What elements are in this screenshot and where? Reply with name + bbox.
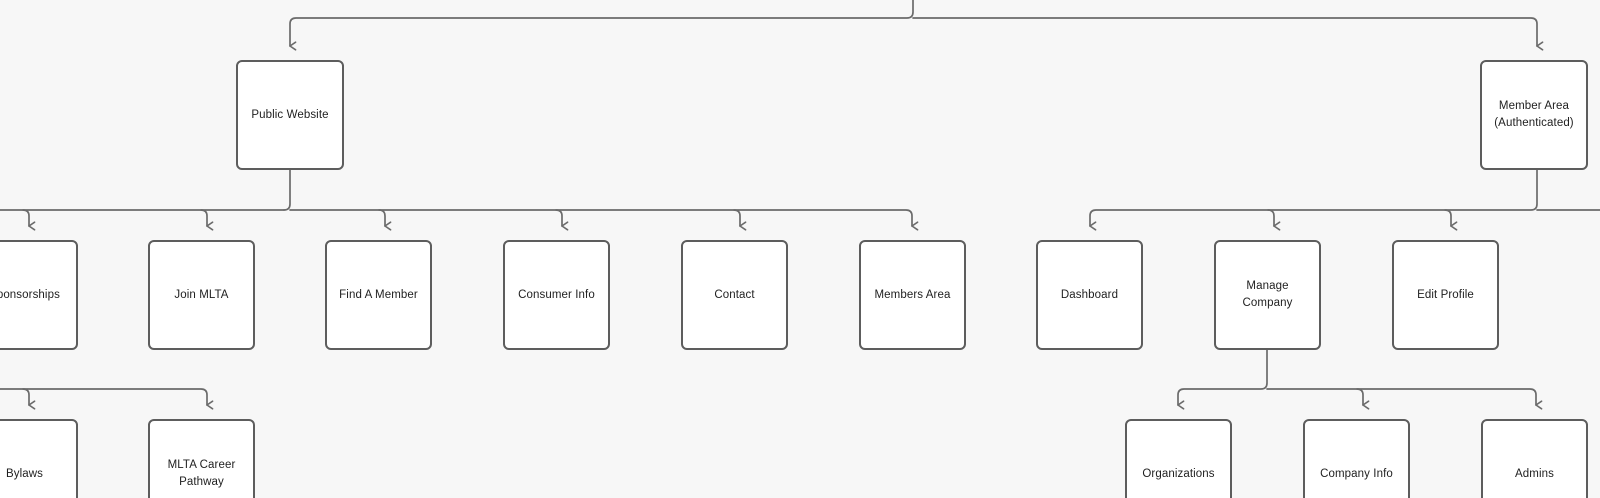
node-members-area[interactable]: Members Area — [859, 240, 966, 350]
node-dashboard[interactable]: Dashboard — [1036, 240, 1143, 350]
node-company-info[interactable]: Company Info — [1303, 419, 1410, 498]
edge-mc-to-company-info — [1356, 388, 1370, 410]
node-label: Find A Member — [339, 288, 418, 301]
node-label: Admins — [1515, 467, 1554, 480]
node-public-website[interactable]: Public Website — [236, 60, 344, 170]
node-label: MLTA Career Pathway — [167, 459, 236, 488]
node-admins[interactable]: Admins — [1481, 419, 1588, 498]
node-label: Edit Profile — [1417, 288, 1474, 301]
node-label: Sponsorships — [0, 288, 60, 301]
node-label: Dashboard — [1060, 288, 1119, 301]
edge-ma-stem — [1089, 169, 1538, 231]
node-label: Company Info — [1320, 467, 1393, 480]
node-label: Consumer Info — [518, 288, 595, 301]
node-manage-company[interactable]: Manage Company — [1214, 240, 1321, 350]
edge-pw-stem — [283, 169, 291, 211]
node-label: Manage Company — [1242, 280, 1293, 309]
edge-pw-bar-right — [289, 209, 919, 231]
node-label: Public Website — [251, 108, 329, 121]
node-label: Members Area — [874, 288, 951, 301]
edge-pw-to-join-mlta — [200, 209, 214, 231]
edge-sponsorships-bar — [0, 388, 214, 410]
node-edit-profile[interactable]: Edit Profile — [1392, 240, 1499, 350]
node-label: Organizations — [1142, 467, 1215, 480]
node-label: Contact — [714, 288, 755, 301]
edge-pw-to-find-a-member — [378, 209, 392, 231]
edge-pw-to-sponsorships — [22, 209, 36, 231]
node-find-a-member[interactable]: Find A Member — [325, 240, 432, 350]
edge-ma-to-manage-company — [1267, 209, 1281, 231]
edge-pw-to-contact — [733, 209, 747, 231]
edge-mc-bar-right — [1266, 388, 1543, 410]
edge-sponsorships-to-bylaws — [22, 388, 36, 410]
node-sponsorships[interactable]: Sponsorships — [0, 240, 78, 350]
edge-root-trunk — [289, 0, 914, 51]
node-label: Bylaws — [5, 467, 44, 480]
node-member-area[interactable]: Member Area (Authenticated) — [1480, 60, 1588, 170]
node-consumer-info[interactable]: Consumer Info — [503, 240, 610, 350]
node-join-mlta[interactable]: Join MLTA — [148, 240, 255, 350]
edge-root-to-member-area — [912, 17, 1544, 51]
edge-mc-stem — [1177, 349, 1268, 410]
node-label: Member Area (Authenticated) — [1494, 100, 1574, 129]
node-mlta-career-pathway[interactable]: MLTA Career Pathway — [148, 419, 255, 498]
edge-ma-to-edit-profile — [1444, 209, 1458, 231]
node-contact[interactable]: Contact — [681, 240, 788, 350]
edge-pw-to-consumer-info — [555, 209, 569, 231]
node-label: Join MLTA — [174, 288, 229, 301]
node-organizations[interactable]: Organizations — [1125, 419, 1232, 498]
node-bylaws[interactable]: Bylaws — [0, 419, 78, 498]
